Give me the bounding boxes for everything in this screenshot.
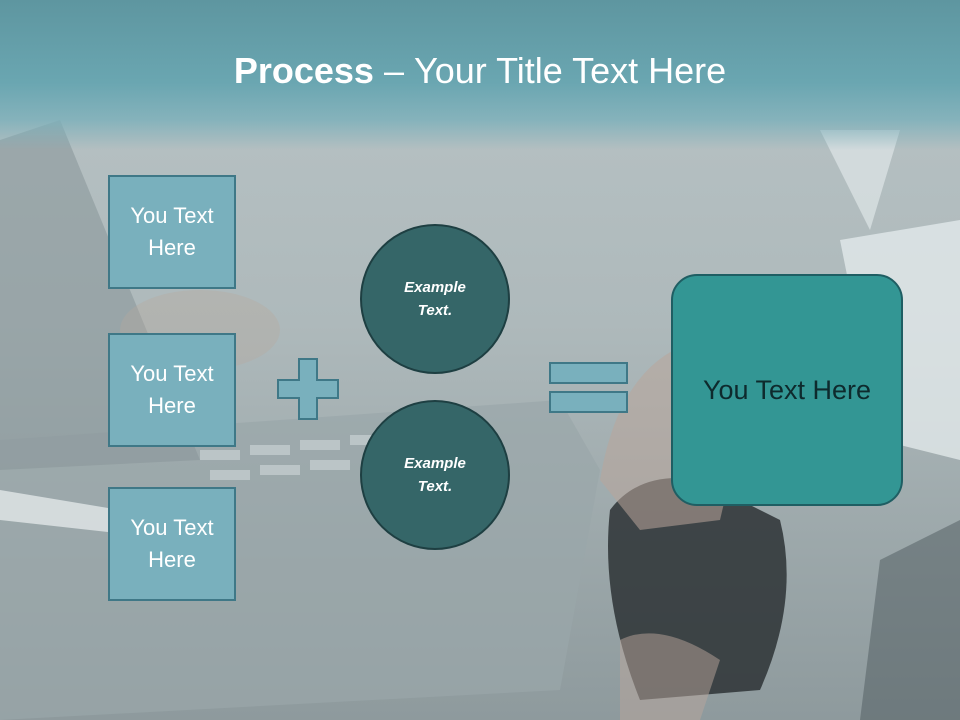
text-box-1-content: You Text Here — [130, 200, 213, 264]
example-circle-2-line2: Text. — [417, 478, 453, 495]
result-text: You Text Here — [702, 374, 872, 405]
text-box-3[interactable]: You Text Here — [108, 487, 236, 601]
example-circle-2-content: Example Text. — [404, 452, 466, 498]
text-box-2-content: You Text Here — [130, 358, 213, 422]
text-box-2-line1: You Text — [130, 361, 214, 386]
example-circle-1[interactable]: Example Text. — [360, 224, 510, 374]
text-box-3-line1: You Text — [130, 515, 214, 540]
text-box-1[interactable]: You Text Here — [108, 175, 236, 289]
title-bold: Process — [233, 50, 374, 91]
example-circle-1-content: Example Text. — [404, 276, 466, 322]
plus-icon — [277, 358, 339, 420]
example-circle-1-line2: Text. — [417, 302, 453, 319]
result-box[interactable]: You Text Here — [671, 274, 903, 506]
example-circle-2-line1: Example — [404, 455, 466, 472]
slide-title: Process–Your Title Text Here — [0, 50, 960, 92]
title-text: Your Title Text Here — [413, 50, 727, 91]
text-box-3-line2: Here — [148, 547, 196, 572]
example-circle-2[interactable]: Example Text. — [360, 400, 510, 550]
title-bar — [0, 0, 960, 150]
text-box-2[interactable]: You Text Here — [108, 333, 236, 447]
text-box-1-line1: You Text — [130, 203, 214, 228]
title-separator: – — [383, 50, 404, 91]
text-box-1-line2: Here — [148, 235, 196, 260]
example-circle-1-line1: Example — [404, 279, 466, 296]
equals-icon — [549, 362, 628, 413]
text-box-2-line2: Here — [148, 393, 196, 418]
text-box-3-content: You Text Here — [130, 512, 213, 576]
